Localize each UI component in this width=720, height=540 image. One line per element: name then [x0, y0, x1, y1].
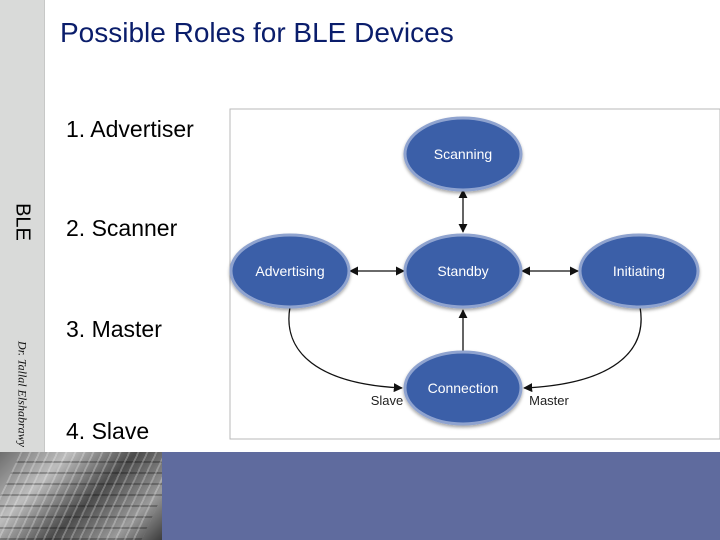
edge-label-master: Master [529, 393, 569, 408]
slide-title: Possible Roles for BLE Devices [60, 17, 454, 48]
edge-label-slave: Slave [371, 393, 404, 408]
state-advertising: Advertising [229, 233, 351, 309]
state-advertising-label: Advertising [255, 263, 324, 279]
bullet-slave: 4. Slave [66, 418, 150, 444]
bullet-scanner: 2. Scanner [66, 215, 178, 241]
state-scanning: Scanning [403, 116, 523, 192]
sidebar: BLE Dr. Tallal Elshabrawy [0, 0, 45, 452]
state-standby: Standby [403, 233, 523, 309]
edge-initiating-connection [523, 306, 642, 393]
edge-advertising-connection [288, 306, 403, 393]
footer-circuit-image [0, 452, 162, 540]
state-scanning-label: Scanning [434, 146, 492, 162]
state-connection-label: Connection [428, 380, 499, 396]
state-initiating: Initiating [578, 233, 700, 309]
state-initiating-label: Initiating [613, 263, 665, 279]
bullet-advertiser: 1. Advertiser [66, 116, 194, 142]
state-connection: Connection [403, 350, 523, 426]
state-standby-label: Standby [437, 263, 488, 279]
bullet-master: 3. Master [66, 316, 162, 342]
